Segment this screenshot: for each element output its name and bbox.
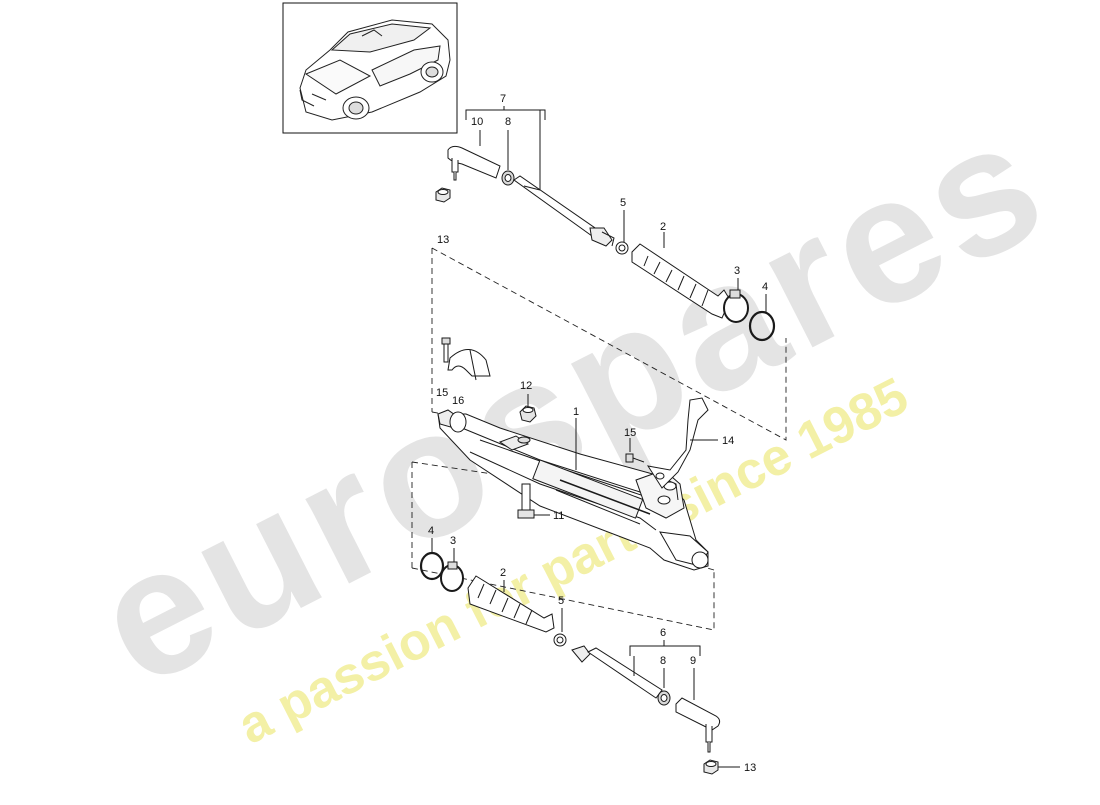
rack-hardware	[441, 337, 718, 519]
callout-16: 16	[452, 395, 464, 407]
lower-assembly-outline	[411, 461, 715, 631]
pipe-bracket-14	[646, 397, 718, 489]
lower-tie-rod-group	[419, 538, 740, 775]
bolt-15-left	[441, 337, 451, 363]
callout-8-lower: 8	[660, 655, 666, 667]
bolt-15-right	[625, 438, 645, 463]
clamp-3-upper	[723, 278, 749, 323]
callout-9: 9	[690, 655, 696, 667]
callout-2-upper: 2	[660, 221, 666, 233]
nut-12	[519, 394, 537, 423]
callout-3-lower: 3	[450, 535, 456, 547]
callout-3-upper: 3	[734, 265, 740, 277]
callout-1: 1	[573, 406, 579, 418]
callout-4-upper: 4	[762, 281, 768, 293]
callout-5-lower: 5	[558, 595, 564, 607]
callout-13-lower: 13	[744, 762, 756, 774]
watermark-brand: eurospares	[66, 78, 1075, 725]
callout-12: 12	[520, 380, 532, 392]
bolt-11	[517, 483, 550, 519]
mount-bracket-16	[447, 349, 491, 381]
locknut-8-upper	[501, 170, 515, 186]
callout-15-left: 15	[436, 387, 448, 399]
callout-10-upper: 10	[471, 116, 483, 128]
inner-tie-rod-lower	[571, 645, 663, 699]
callout-15-right: 15	[624, 427, 636, 439]
callout-7: 7	[500, 93, 506, 105]
suv-icon	[299, 19, 451, 121]
callout-2-lower: 2	[500, 567, 506, 579]
inner-tie-rod-upper	[513, 175, 615, 247]
watermark: eurospares a passion for parts since 198…	[66, 78, 1075, 756]
callout-11: 11	[553, 510, 564, 522]
clamp-3-lower	[440, 548, 464, 592]
callout-14: 14	[722, 435, 734, 447]
callout-13-upper: 13	[437, 234, 449, 246]
vehicle-thumbnail	[282, 2, 458, 134]
o-ring-4-upper	[748, 310, 776, 342]
bracket-7	[465, 109, 546, 120]
callout-8-upper: 8	[505, 116, 511, 128]
locknut-8-lower	[657, 690, 671, 706]
tie-rod-end-lower	[675, 697, 721, 753]
upper-assembly-outline	[431, 247, 787, 441]
bellows-boot-lower	[467, 575, 555, 633]
upper-tie-rod-group	[435, 106, 776, 342]
callout-4-lower: 4	[428, 525, 434, 537]
callout-labels: 7 10 8 13 5 2 3 4 15 16 12 1 15 14 11 4 …	[428, 93, 768, 774]
assembly-outlines	[411, 247, 787, 631]
nut-13-upper	[435, 187, 451, 203]
callout-5-upper: 5	[620, 197, 626, 209]
nut-13-lower	[703, 759, 740, 775]
steering-rack	[437, 409, 709, 571]
callout-6: 6	[660, 627, 666, 639]
tie-rod-end-upper	[447, 145, 501, 181]
bracket-6	[629, 645, 701, 656]
